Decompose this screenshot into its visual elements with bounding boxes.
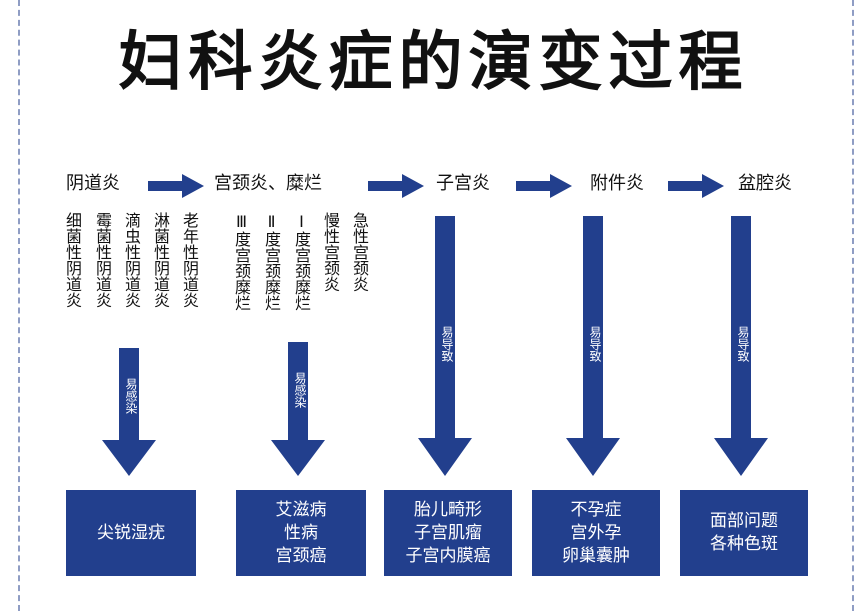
outcome-box-adnexitis: 不孕症 宫外孕 卵巢囊肿 xyxy=(532,490,660,576)
outcome-text: 宫外孕 xyxy=(570,522,622,543)
outcome-text: 尖锐湿疣 xyxy=(97,522,165,543)
outcome-box-endometritis: 胎儿畸形 子宫肌瘤 子宫内膜癌 xyxy=(384,490,512,576)
outcome-text: 胎儿畸形 xyxy=(414,499,482,520)
stage-endometritis: 子宫炎 xyxy=(436,173,490,194)
arrow-label-infect: 易感染 xyxy=(124,378,138,414)
stage-pelvic-inflammation: 盆腔炎 xyxy=(738,173,792,194)
arrow-right-icon xyxy=(148,174,204,198)
arrow-down-icon xyxy=(102,348,156,476)
outcome-text: 各种色斑 xyxy=(710,534,778,554)
outcome-text: 子宫内膜癌 xyxy=(405,545,491,566)
stage-vaginitis: 阴道炎 xyxy=(66,173,120,194)
subtype-cervicitis-3: Ⅰ度宫颈糜烂 xyxy=(292,212,311,311)
outcome-text: 性病 xyxy=(284,522,318,543)
arrow-right-icon xyxy=(668,174,724,198)
subtype-vaginitis-3: 滴虫性阴道炎 xyxy=(122,212,141,308)
subtype-vaginitis-2: 霉菌性阴道炎 xyxy=(93,212,112,308)
page-title: 妇科炎症的演变过程 xyxy=(118,26,749,100)
subtype-vaginitis-1: 细菌性阴道炎 xyxy=(63,212,82,308)
outcome-text: 艾滋病 xyxy=(275,499,327,520)
outcome-box-cervicitis: 艾滋病 性病 宫颈癌 xyxy=(236,490,366,576)
subtype-cervicitis-1: Ⅲ度宫颈糜烂 xyxy=(232,212,251,311)
dashed-frame xyxy=(18,0,854,611)
arrow-down-icon xyxy=(566,216,620,476)
arrow-down-icon xyxy=(714,216,768,476)
outcome-box-vaginitis: 尖锐湿疣 xyxy=(66,490,196,576)
subtype-vaginitis-4: 淋菌性阴道炎 xyxy=(151,212,170,308)
arrow-right-icon xyxy=(368,174,424,198)
subtype-cervicitis-4: 慢性宫颈炎 xyxy=(321,212,340,292)
subtype-vaginitis-5: 老年性阴道炎 xyxy=(180,212,199,308)
stage-cervicitis: 宫颈炎、糜烂 xyxy=(214,173,322,194)
outcome-text: 面部问题 xyxy=(710,511,778,531)
outcome-box-pelvic: 面部问题 各种色斑 xyxy=(680,490,808,576)
arrow-down-icon xyxy=(271,342,325,476)
arrow-label-lead: 易导致 xyxy=(440,326,454,362)
arrow-label-lead: 易导致 xyxy=(736,326,750,362)
outcome-text: 不孕症 xyxy=(570,499,622,520)
arrow-down-icon xyxy=(418,216,472,476)
subtype-cervicitis-2: Ⅱ度宫颈糜烂 xyxy=(262,212,281,311)
arrow-right-icon xyxy=(516,174,572,198)
outcome-text: 卵巢囊肿 xyxy=(562,545,630,566)
stage-adnexitis: 附件炎 xyxy=(590,173,644,194)
outcome-text: 宫颈癌 xyxy=(275,545,327,566)
arrow-label-lead: 易导致 xyxy=(588,326,602,362)
subtype-cervicitis-5: 急性宫颈炎 xyxy=(350,212,369,292)
arrow-label-infect: 易感染 xyxy=(293,372,307,408)
outcome-text: 子宫肌瘤 xyxy=(414,522,482,543)
